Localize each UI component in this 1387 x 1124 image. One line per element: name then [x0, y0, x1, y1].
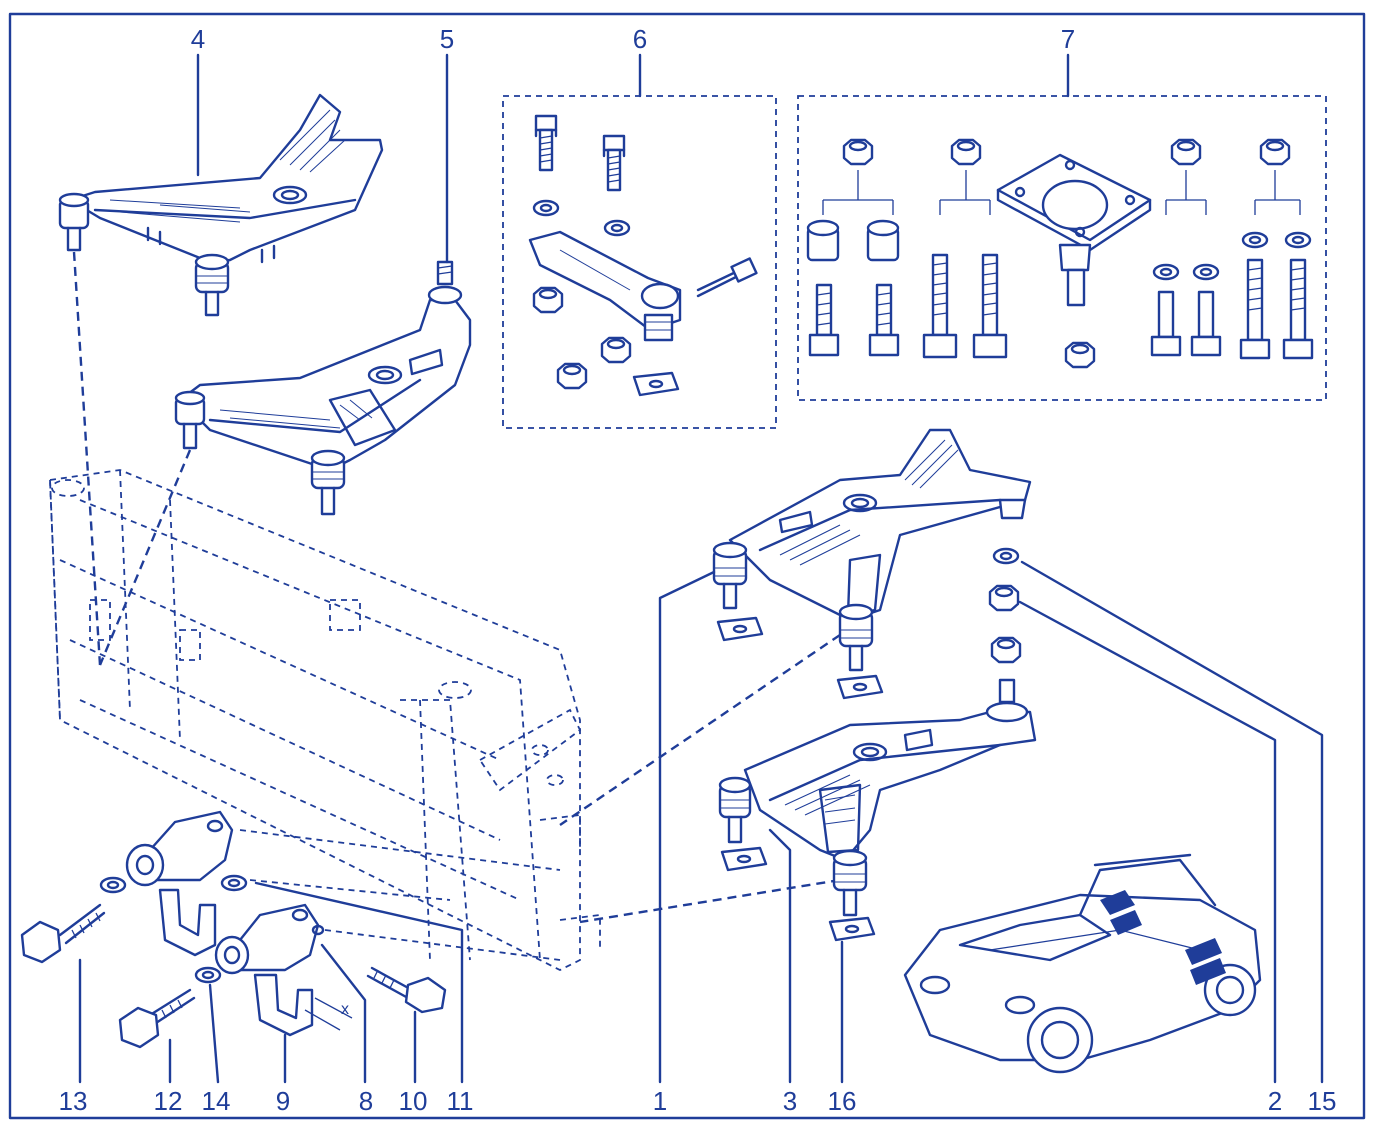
callout-9: 9	[276, 1086, 290, 1116]
top-callout-labels: 4 5 6 7	[191, 24, 1075, 54]
bottom-callout-labels: 13 12 14 9 8 10 11 1 3 16 2 15	[59, 1086, 1337, 1116]
callout-15: 15	[1308, 1086, 1337, 1116]
subframe-dashed	[49, 469, 601, 972]
callout-6: 6	[633, 24, 647, 54]
car-illustration	[903, 853, 1262, 1074]
kit-7-parts	[806, 138, 1314, 369]
diagram-border	[8, 12, 1366, 1120]
callout-12: 12	[154, 1086, 183, 1116]
callout-3: 3	[783, 1086, 797, 1116]
callout-11: 11	[447, 1086, 474, 1116]
callout-8: 8	[359, 1086, 373, 1116]
callout-4: 4	[191, 24, 205, 54]
upper-wishbone-right	[712, 428, 1032, 700]
bushing-brackets	[20, 810, 447, 1049]
lower-wishbone-left	[174, 260, 472, 516]
callout-13: 13	[59, 1086, 88, 1116]
callout-14: 14	[202, 1086, 231, 1116]
callout-2: 2	[1268, 1086, 1282, 1116]
assembly-leader-lines	[72, 251, 841, 961]
upper-wishbone-left	[58, 93, 384, 317]
callout-5: 5	[440, 24, 454, 54]
callout-leader-lines	[78, 53, 1324, 1084]
callout-7: 7	[1061, 24, 1075, 54]
callout-1: 1	[653, 1086, 667, 1116]
callout-10: 10	[399, 1086, 428, 1116]
lower-wishbone-right	[718, 678, 1037, 942]
kit-6-parts	[528, 114, 758, 397]
dimension-label-x: x	[341, 1001, 349, 1018]
kit-7-box	[797, 95, 1327, 401]
callout-16: 16	[828, 1086, 857, 1116]
